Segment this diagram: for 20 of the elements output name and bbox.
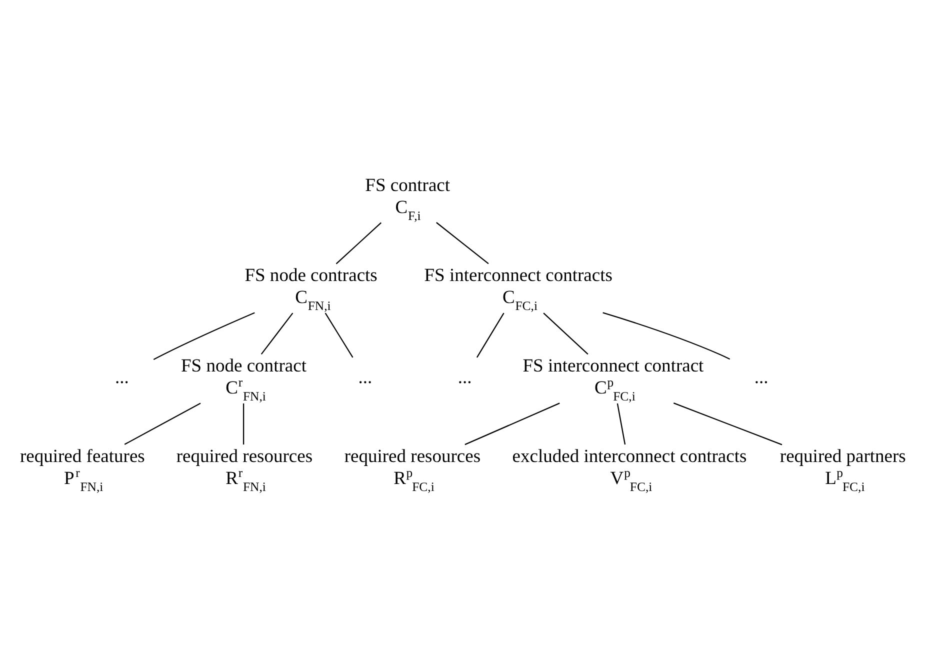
node-text: FS node contracts C$_{FN,i}$ [244, 264, 378, 313]
node-text: FS contract C$_{F,i}$ [365, 174, 450, 222]
connector [242, 402, 244, 444]
connector [436, 222, 489, 264]
connector [336, 222, 382, 264]
connector [602, 312, 730, 360]
connector [673, 402, 782, 445]
connector [476, 312, 504, 358]
connector [324, 312, 354, 358]
node-text: ... [458, 366, 472, 388]
node-text: ... [114, 366, 129, 388]
connector [543, 312, 588, 354]
connector [260, 312, 294, 354]
connector [153, 312, 255, 360]
connector [464, 402, 560, 445]
node-text: ... [754, 366, 768, 388]
node-text: ... [358, 366, 372, 388]
node-text: FS interconnect contracts C$_{FC,i}$ [424, 264, 612, 313]
connector [616, 402, 626, 444]
connector [124, 402, 201, 444]
